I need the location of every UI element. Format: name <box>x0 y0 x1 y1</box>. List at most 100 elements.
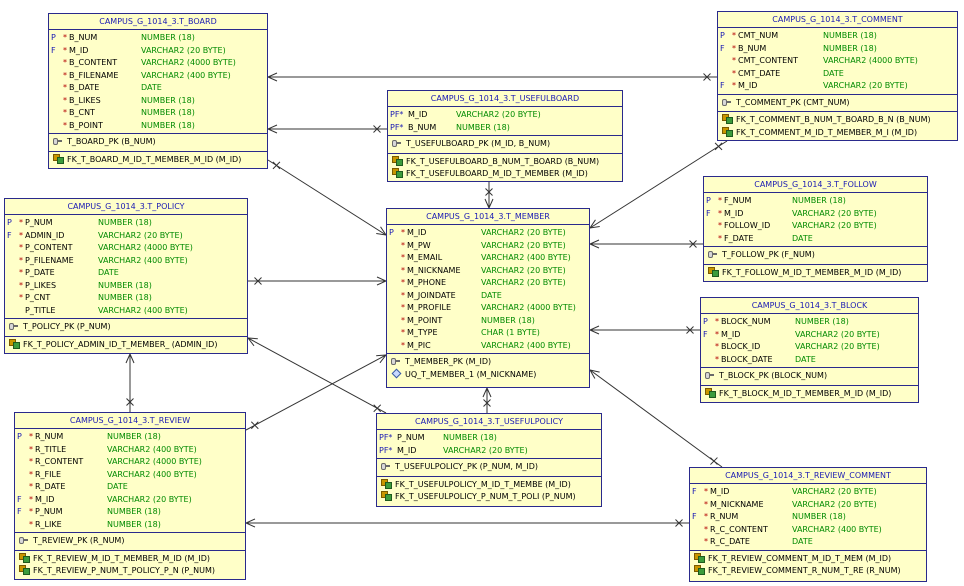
column-name: B_CONTENT <box>69 58 118 67</box>
required-mark: * <box>732 43 736 53</box>
column-name: M_PW <box>407 240 431 250</box>
foreign-key-icon <box>53 153 64 164</box>
required-mark: * <box>704 487 708 496</box>
foreign-key: FK_T_USEFULPOLICY_M_ID_T_MEMBE (M_ID) <box>377 478 601 492</box>
column-name: M_ID <box>69 45 89 55</box>
column-name: BLOCK_DATE <box>721 354 773 364</box>
keys-section: T_USEFULBOARD_PK (M_ID, B_NUM) <box>388 136 622 154</box>
foreign-key: FK_T_REVIEW_COMMENT_R_NUM_T_RE (R_NUM) <box>690 565 926 578</box>
cross-mark <box>714 142 723 151</box>
cross-mark <box>126 398 134 406</box>
key-flag: PF* <box>379 445 393 455</box>
relationship-t-usefulpolicy-to-t-policy <box>247 337 387 414</box>
required-mark: * <box>19 293 23 302</box>
column-name: R_FILE <box>35 469 62 479</box>
arrowhead-mark <box>244 518 256 528</box>
constraint-name: UQ_T_MEMBER_1 (M_NICKNAME) <box>405 369 537 379</box>
column-type: NUMBER (18) <box>98 218 152 227</box>
arrowhead-mark <box>266 124 278 134</box>
constraint-name: T_FOLLOW_PK (F_NUM) <box>722 250 815 259</box>
cross-mark <box>710 457 718 465</box>
key-icon <box>722 97 733 106</box>
cross-mark <box>250 421 259 430</box>
required-mark: * <box>29 432 33 441</box>
arrowhead-mark <box>376 354 388 364</box>
required-mark: * <box>704 537 708 546</box>
constraint-name: FK_T_REVIEW_P_NUM_T_POLICY_P_N (P_NUM) <box>33 566 216 575</box>
constraint-name: FK_T_BOARD_M_ID_T_MEMBER_M_ID (M_ID) <box>67 154 242 164</box>
required-mark: * <box>63 70 67 80</box>
foreign-key-icon <box>392 155 403 166</box>
column-name: B_FILENAME <box>69 70 119 80</box>
table-title: CAMPUS_G_1014_3.T_COMMENT <box>718 12 957 28</box>
cross-mark <box>703 73 711 81</box>
column-name: R_NUM <box>35 432 64 441</box>
key-flag: F <box>692 487 697 496</box>
required-mark: * <box>29 469 33 479</box>
table-title: CAMPUS_G_1014_3.T_REVIEW_COMMENT <box>690 468 926 484</box>
column-name: P_TITLE <box>25 305 56 315</box>
table-title: CAMPUS_G_1014_3.T_USEFULBOARD <box>388 91 622 107</box>
keys-section: T_BLOCK_PK (BLOCK_NUM) <box>701 368 918 386</box>
required-mark: * <box>63 108 67 117</box>
column-type: NUMBER (18) <box>823 43 877 53</box>
column-name: P_LIKES <box>25 280 57 290</box>
key-icon <box>19 535 30 544</box>
primary-key: T_USEFULBOARD_PK (M_ID, B_NUM) <box>388 138 622 151</box>
column-type: VARCHAR2 (20 BYTE) <box>456 110 541 119</box>
cross-mark <box>373 125 381 133</box>
column-name: M_NICKNAME <box>407 265 461 275</box>
column-name: M_ID <box>407 228 427 237</box>
required-mark: * <box>19 255 23 265</box>
column-type: NUMBER (18) <box>443 433 497 442</box>
cross-mark <box>686 326 694 334</box>
constraint-name: FK_T_USEFULPOLICY_M_ID_T_MEMBE (M_ID) <box>395 479 571 489</box>
column-name: M_POINT <box>407 315 443 325</box>
key-flag: PF* <box>379 433 393 442</box>
cross-mark <box>485 188 493 196</box>
fks-section: FK_T_REVIEW_M_ID_T_MEMBER_M_ID (M_ID)FK_… <box>15 551 245 580</box>
constraint-name: FK_T_BLOCK_M_ID_T_MEMBER_M_ID (M_ID) <box>719 388 892 398</box>
constraint-name: T_POLICY_PK (P_NUM) <box>23 322 111 331</box>
required-mark: * <box>732 81 736 90</box>
arrowhead-mark <box>376 226 388 236</box>
required-mark: * <box>704 512 708 521</box>
table-title: CAMPUS_G_1014_3.T_FOLLOW <box>704 177 927 193</box>
column-name: P_FILENAME <box>25 255 74 265</box>
key-icon <box>392 138 403 147</box>
required-mark: * <box>63 33 67 42</box>
foreign-key: FK_T_USEFULBOARD_B_NUM_T_BOARD (B_NUM) <box>388 155 622 169</box>
unique-key: UQ_T_MEMBER_1 (M_NICKNAME) <box>387 369 589 382</box>
key-flag: P <box>706 196 711 205</box>
column-name: B_NUM <box>738 43 767 53</box>
column-type: VARCHAR2 (20 BYTE) <box>792 487 877 496</box>
required-mark: * <box>401 265 405 275</box>
column-name: B_NUM <box>408 122 437 132</box>
column-type: DATE <box>795 354 816 364</box>
column-name: R_DATE <box>35 482 66 491</box>
required-mark: * <box>718 221 722 230</box>
column-name: M_TYPE <box>407 328 438 337</box>
arrowhead-mark <box>588 325 600 335</box>
cross-mark <box>272 161 281 170</box>
fks-section: FK_T_BLOCK_M_ID_T_MEMBER_M_ID (M_ID) <box>701 386 918 403</box>
cross-mark <box>254 277 262 285</box>
